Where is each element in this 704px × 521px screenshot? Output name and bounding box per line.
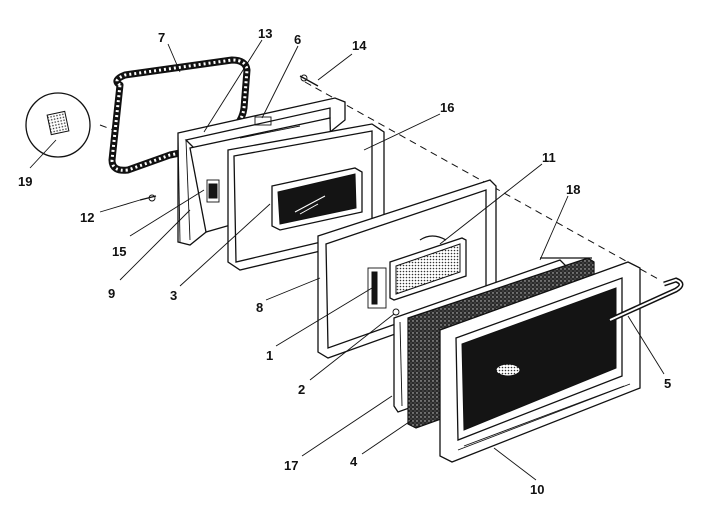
callout-3: 3 [170, 288, 177, 303]
callout-14: 14 [352, 38, 367, 53]
part-5-handle-rod [608, 277, 684, 323]
callout-19: 19 [18, 174, 32, 189]
callout-18: 18 [566, 182, 580, 197]
callout-11: 11 [542, 150, 556, 165]
callout-9: 9 [108, 286, 115, 301]
callout-16: 16 [440, 100, 454, 115]
part-10-outer-door [439, 261, 641, 463]
leader-lines [29, 39, 665, 481]
callout-4: 4 [350, 454, 358, 469]
callout-5: 5 [664, 376, 671, 391]
callout-7: 7 [158, 30, 165, 45]
alignment-lines [99, 81, 661, 281]
callout-labels: 7 13 6 14 16 11 18 19 12 15 9 3 8 1 2 17… [18, 26, 671, 497]
part-19-clip-inset [25, 92, 91, 158]
part-14-screw [299, 74, 319, 87]
callout-15: 15 [112, 244, 126, 259]
callout-2: 2 [298, 382, 305, 397]
part-7-door-gasket [108, 56, 251, 174]
callout-10: 10 [530, 482, 544, 497]
callout-1: 1 [266, 348, 273, 363]
callout-12: 12 [80, 210, 94, 225]
callout-8: 8 [256, 300, 263, 315]
callout-17: 17 [284, 458, 298, 473]
callout-6: 6 [294, 32, 301, 47]
part-12-screw [139, 194, 157, 202]
callout-13: 13 [258, 26, 272, 41]
